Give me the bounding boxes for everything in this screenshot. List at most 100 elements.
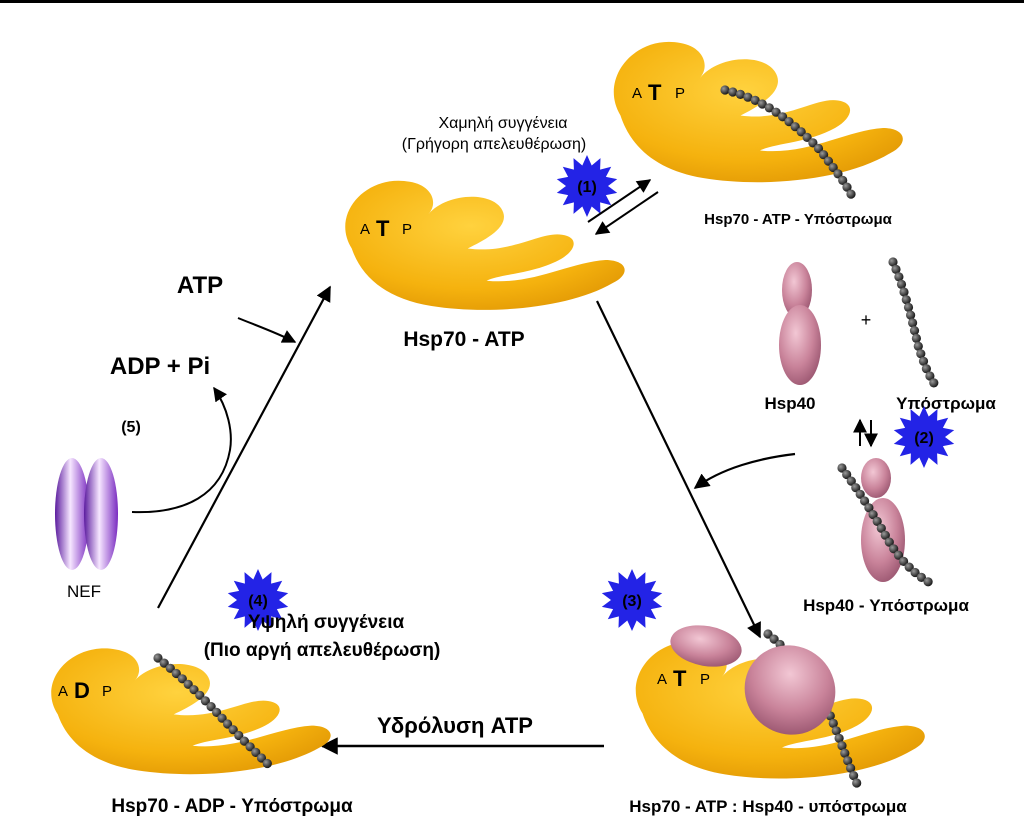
step-2-star-icon (893, 406, 955, 468)
substrate-bead (771, 107, 781, 117)
substrate-bead (925, 371, 935, 381)
substrate-bead (206, 702, 216, 712)
atp-in-arrow (237, 317, 297, 343)
substrate-bead (763, 629, 773, 639)
label-hsp70-atp-hsp40-substrate: Hsp70 - ATP : Hsp40 - υπόστρωμα (629, 797, 907, 816)
substrate-bead (846, 476, 856, 486)
substrate-bead (842, 182, 852, 192)
substrate-bead (891, 264, 901, 274)
nucleotide-t: T (376, 216, 390, 241)
label-hsp40: Hsp40 (764, 394, 815, 413)
substrate-bead (876, 523, 886, 533)
step-3-star-icon (601, 569, 663, 631)
substrate-bead (916, 349, 926, 359)
nucleotide-a: A (58, 683, 68, 700)
label-hsp70-atp: Hsp70 - ATP (403, 328, 524, 351)
substrate-bead (823, 156, 834, 166)
substrate-bead (251, 747, 261, 758)
label-hsp40-substrate: Hsp40 - Υπόστρωμα (803, 596, 969, 615)
label-high-affinity: Υψηλή συγγένεια (248, 612, 405, 633)
substrate-bead (834, 733, 844, 743)
star-shape (601, 569, 663, 631)
substrate-bead (750, 95, 760, 105)
substrate-bead (790, 122, 800, 132)
substrate-bead (894, 272, 904, 282)
top-border (0, 0, 1024, 3)
substrate-bead (851, 483, 861, 493)
substrate-bead (728, 87, 738, 97)
substrate-bead (833, 169, 843, 179)
label-hydrolysis: Υδρόλυση ATP (377, 713, 533, 738)
label-atp: ATP (177, 272, 223, 299)
hsp40-delivery-arrow (693, 452, 796, 489)
substrate-chain-icon (153, 653, 272, 769)
step-3-label: (3) (622, 593, 642, 610)
nucleotide-p: P (402, 221, 412, 238)
substrate-bead (910, 567, 920, 578)
substrate-bead (842, 469, 852, 480)
bound-substrate-chain-icon (837, 463, 933, 587)
substrate-bead (916, 572, 927, 583)
nucleotide-t: T (673, 666, 687, 691)
label-substrate: Υπόστρωμα (896, 394, 996, 413)
substrate-bead (200, 696, 210, 706)
cycle-arrow-to-atp (157, 285, 331, 609)
substrate-bead (918, 356, 929, 366)
substrate-bead (893, 550, 904, 560)
substrate-bead (784, 117, 794, 127)
substrate-bead (868, 509, 878, 520)
substrate-bead (819, 150, 829, 160)
nucleotide-a: A (632, 85, 642, 102)
substrate-bead (159, 658, 169, 668)
step-4-star-icon (227, 569, 289, 631)
substrate-bead (165, 663, 175, 673)
substrate-bead (889, 544, 899, 554)
substrate-bead (256, 753, 267, 763)
substrate-bead (183, 679, 193, 689)
substrate-bead (239, 736, 249, 746)
substrate-bead (880, 530, 890, 540)
substrate-bead (899, 556, 909, 567)
star-shape (556, 155, 618, 217)
label-slower-release: (Πιο αργή απελευθέρωση) (204, 640, 441, 661)
label-fast-release: (Γρήγορη απελευθέρωση) (402, 136, 587, 153)
substrate-bead (757, 99, 767, 109)
substrate-bead (764, 103, 774, 113)
step-1-label: (1) (577, 179, 597, 196)
substrate-bead (872, 516, 882, 527)
complex-hsp40-protein-icon (670, 625, 836, 735)
substrate-bead (828, 718, 838, 729)
equilibrium-reverse-arrow (594, 191, 659, 235)
substrate-bead (849, 771, 859, 781)
substrate-bead (796, 127, 806, 137)
substrate-bead (921, 364, 932, 374)
nucleotide-a: A (360, 221, 370, 238)
nucleotide-d: D (74, 678, 90, 703)
substrate-bead (189, 685, 199, 695)
substrate-bead (720, 85, 730, 95)
substrate-bead (808, 138, 818, 148)
step-2-label: (2) (914, 430, 934, 447)
substrate-bead (831, 726, 841, 736)
hsp70-atp-substrate-protein-icon (613, 41, 903, 183)
substrate-bead (923, 577, 933, 587)
equilibrium-forward-arrow (587, 179, 652, 223)
free-substrate-chain-icon (888, 257, 939, 388)
substrate-bead (153, 653, 163, 663)
substrate-bead (843, 756, 853, 766)
substrate-bead (802, 132, 812, 142)
substrate-bead (223, 719, 233, 729)
substrate-bead (245, 742, 255, 752)
adp-release-arrow (131, 386, 232, 514)
substrate-bead (855, 489, 865, 499)
plus-sign: + (861, 310, 872, 330)
substrate-bead (908, 318, 918, 328)
substrate-bead (884, 537, 894, 547)
substrate-bead (171, 668, 181, 679)
substrate-bead (909, 326, 920, 336)
nucleotide-a: A (657, 671, 667, 688)
substrate-bead (234, 730, 244, 741)
label-adp-pi: ADP + Pi (110, 353, 210, 380)
